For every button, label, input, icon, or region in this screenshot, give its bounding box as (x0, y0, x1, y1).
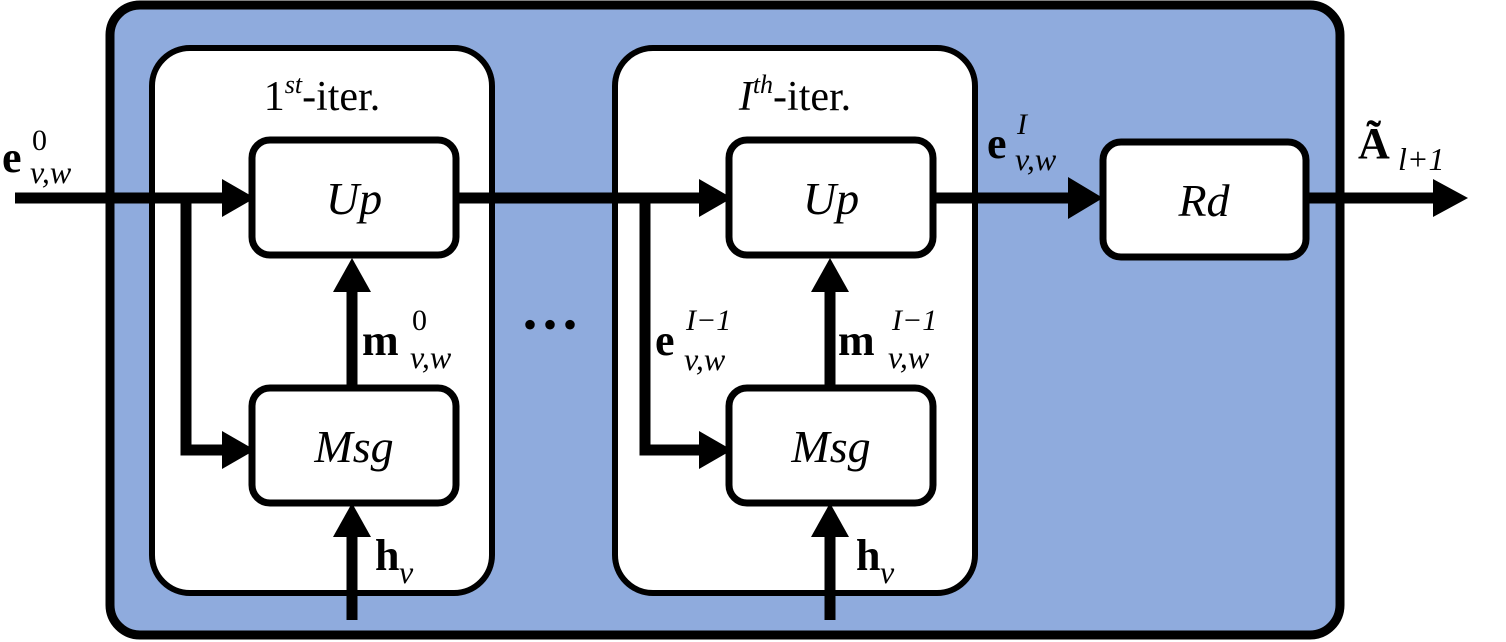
msg-block-label: Msg (313, 421, 393, 472)
arrowhead-skip-to-msg-first (222, 431, 255, 469)
arrowhead-msg-to-up-last (811, 258, 849, 292)
label-hidden-last: h v (856, 531, 895, 590)
iteration-title-last: Ith-iter. (738, 70, 851, 120)
svg-text:I: I (1016, 108, 1029, 141)
iteration-panel-first (149, 45, 495, 596)
svg-text:l+1: l+1 (1398, 141, 1444, 177)
label-output-adjacency: Ã l+1 (1358, 119, 1444, 177)
msg-block-first: Msg (248, 384, 460, 507)
svg-text:v,w: v,w (684, 341, 726, 377)
svg-text:0: 0 (32, 124, 47, 157)
arrowhead-to-rd (1068, 177, 1103, 219)
iteration-title-first: 1st-iter. (264, 70, 380, 120)
readout-block-label: Rd (1177, 175, 1230, 226)
svg-text:v: v (880, 554, 895, 590)
arrowhead-input-to-up-first (222, 179, 255, 217)
arrowhead-skip-to-msg-last (699, 431, 732, 469)
svg-text:v,w: v,w (30, 154, 72, 190)
arrowhead-output (1433, 179, 1468, 217)
svg-text:m: m (362, 316, 399, 365)
svg-text:v,w: v,w (410, 339, 452, 375)
label-msg-first: m 0 v,w (362, 304, 452, 375)
label-output-edge: e I v,w (987, 108, 1057, 177)
readout-block: Rd (1099, 138, 1310, 261)
svg-text:e: e (2, 133, 22, 182)
label-msg-last: m I−1 v,w (838, 304, 937, 375)
skip-line-last (639, 198, 705, 456)
label-hidden-first: h v (375, 531, 414, 590)
iteration-ellipsis: ••• (523, 302, 583, 347)
svg-text:I−1: I−1 (891, 304, 937, 337)
msg-block-last: Msg (725, 384, 937, 507)
skip-line-first (180, 198, 228, 456)
svg-text:v,w: v,w (888, 339, 930, 375)
svg-text:I−1: I−1 (685, 304, 731, 337)
svg-text:h: h (856, 531, 880, 580)
svg-text:0: 0 (412, 304, 427, 337)
label-input-edge: e 0 v,w (2, 124, 72, 190)
label-edge-prev: e I−1 v,w (655, 304, 731, 377)
arrowhead-input-to-up-last (699, 179, 732, 217)
arrowhead-hidden-to-msg-first (333, 503, 371, 537)
up-block-label: Up (326, 173, 382, 224)
arrowhead-msg-to-up-first (333, 258, 371, 292)
arrowhead-hidden-to-msg-last (811, 503, 849, 537)
svg-text:Ã: Ã (1358, 119, 1390, 168)
svg-text:e: e (655, 316, 675, 365)
up-block-first: Up (248, 136, 460, 259)
up-block-last: Up (725, 136, 937, 259)
svg-text:v,w: v,w (1015, 141, 1057, 177)
msg-block-label: Msg (790, 421, 870, 472)
svg-text:v: v (399, 554, 414, 590)
svg-text:m: m (838, 316, 875, 365)
up-block-label: Up (803, 173, 859, 224)
svg-text:h: h (375, 531, 399, 580)
svg-text:e: e (987, 119, 1007, 168)
